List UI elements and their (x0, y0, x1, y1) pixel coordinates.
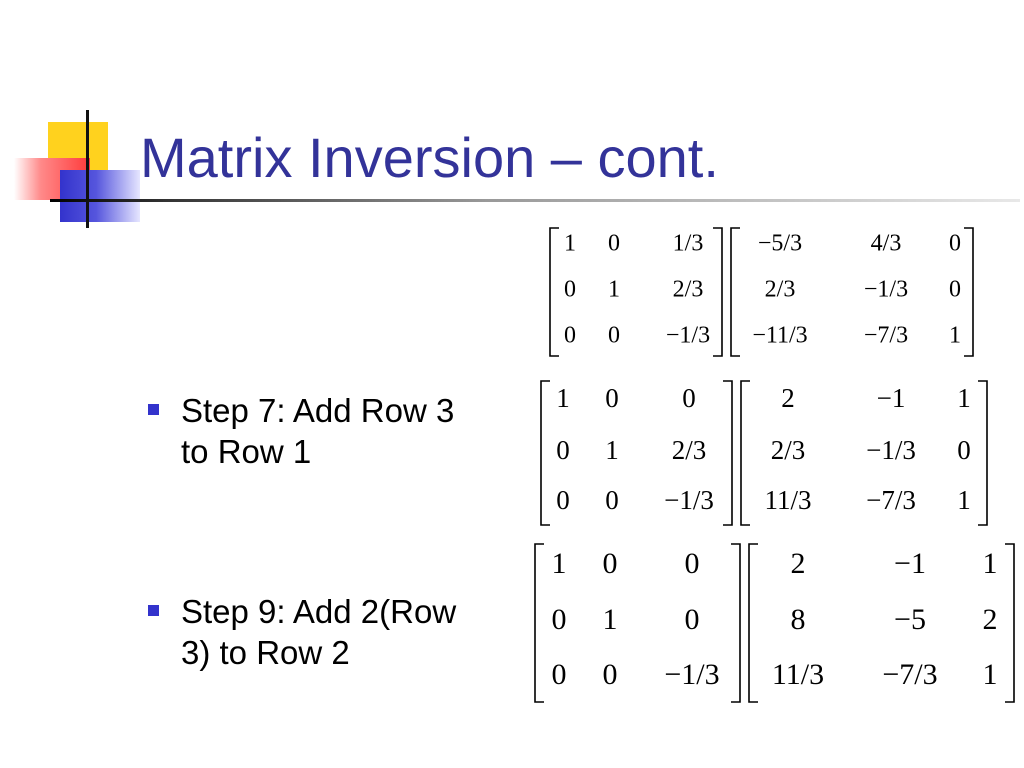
bullet-line: Step 7: Add Row 3 (181, 392, 455, 429)
matrix-1-left-cell: 0 (564, 323, 576, 349)
matrix-1-right-cell: −7/3 (864, 323, 908, 349)
matrix-2-right-cell: 11/3 (765, 485, 812, 515)
matrix-3-right-cell: 2 (983, 603, 998, 636)
matrix-2-left-open-bracket (540, 380, 550, 526)
matrix-2-right-close-bracket (978, 380, 988, 526)
matrix-1-right-cell: 2/3 (765, 277, 796, 303)
matrix-2-right-cell: −1 (877, 383, 906, 413)
matrix-1-left-cell: 0 (608, 323, 620, 349)
matrix-2-left-cell: 2/3 (672, 435, 707, 465)
bullet-text: Step 9: Add 2(Row 3) to Row 2 (181, 591, 521, 673)
matrix-1-left-close-bracket (713, 227, 723, 357)
matrix-2-left-cell: 0 (605, 485, 619, 515)
matrix-2-left-cell: 0 (605, 383, 619, 413)
matrix-3-left-cell: 1 (603, 603, 618, 636)
matrix-1-left-cell: 1 (608, 277, 620, 303)
matrix-2-right-cell: −7/3 (866, 485, 916, 515)
bullet-line: to Row 1 (181, 433, 312, 470)
decorative-logo (0, 0, 160, 240)
matrix-3-left-cell: −1/3 (664, 658, 719, 691)
bullet-marker (148, 605, 159, 616)
matrix-1-left-cell: 2/3 (673, 277, 704, 303)
bullet-marker (148, 404, 159, 415)
bullet-line: Step 9: Add 2(Row (181, 593, 457, 630)
matrix-3-left-open-bracket (534, 543, 544, 703)
matrix-1-left-cell: −1/3 (666, 323, 710, 349)
bullet-text: Step 7: Add Row 3 to Row 1 (181, 390, 521, 472)
matrix-3-left-cell: 0 (552, 603, 567, 636)
blue-square (60, 170, 140, 222)
matrix-1-right-cell: −1/3 (864, 277, 908, 303)
matrix-2-left-cell: 0 (556, 435, 570, 465)
matrix-1-right-cell: 1 (949, 323, 961, 349)
matrix-3-right-cell: −7/3 (882, 658, 937, 691)
matrix-3-right-close-bracket (1005, 543, 1015, 703)
matrix-3-left-cell: 0 (685, 547, 700, 580)
matrix-2-left-cell: 1 (556, 383, 570, 413)
matrix-1-left-open-bracket (549, 227, 559, 357)
matrix-3-right-cell: 8 (791, 603, 806, 636)
matrix-3-right-cell: 1 (983, 658, 998, 691)
title-underline (50, 199, 1020, 202)
matrix-1-right-cell: 4/3 (871, 231, 902, 257)
matrix-3-right-cell: −1 (894, 547, 926, 580)
matrix-1-left-cell: 1 (564, 231, 576, 257)
matrix-3-left-cell: 0 (603, 547, 618, 580)
matrix-3-right-open-bracket (748, 543, 758, 703)
bullet-line: 3) to Row 2 (181, 634, 350, 671)
matrix-3-left-cell: 1 (552, 547, 567, 580)
matrix-2-left-cell: 0 (556, 485, 570, 515)
matrix-2-right-open-bracket (740, 380, 750, 526)
matrix-2-left-close-bracket (723, 380, 733, 526)
matrix-2-right-cell: 0 (957, 435, 971, 465)
matrix-3-right-cell: −5 (894, 603, 926, 636)
matrix-2-right-cell: 1 (957, 383, 971, 413)
matrix-2-left-cell: 0 (682, 383, 696, 413)
matrix-1-right-cell: −5/3 (758, 231, 802, 257)
matrix-2-left-cell: −1/3 (664, 485, 714, 515)
matrix-1-right-cell: 0 (949, 277, 961, 303)
matrix-3-left-cell: 0 (552, 658, 567, 691)
matrix-3-right-cell: 1 (983, 547, 998, 580)
matrix-2-right-cell: −1/3 (866, 435, 916, 465)
matrix-1-left-cell: 0 (608, 231, 620, 257)
matrix-3-left-close-bracket (731, 543, 741, 703)
matrix-2-right-cell: 2/3 (771, 435, 806, 465)
matrix-2-left-cell: 1 (605, 435, 619, 465)
matrix-2-right-cell: 2 (781, 383, 795, 413)
matrix-2-right-cell: 1 (957, 485, 971, 515)
matrix-3-left-cell: 0 (685, 603, 700, 636)
matrix-1-left-cell: 1/3 (673, 231, 704, 257)
matrix-3-right-cell: 2 (791, 547, 806, 580)
matrix-1-right-cell: 0 (949, 231, 961, 257)
slide-title: Matrix Inversion – cont. (140, 126, 719, 189)
matrix-1-left-cell: 0 (564, 277, 576, 303)
matrix-1-right-open-bracket (730, 227, 740, 357)
matrix-1-right-cell: −11/3 (752, 323, 807, 349)
vertical-rule (86, 110, 89, 228)
matrix-3-right-cell: 11/3 (772, 658, 824, 691)
matrix-3-left-cell: 0 (603, 658, 618, 691)
matrix-1-right-close-bracket (964, 227, 974, 357)
